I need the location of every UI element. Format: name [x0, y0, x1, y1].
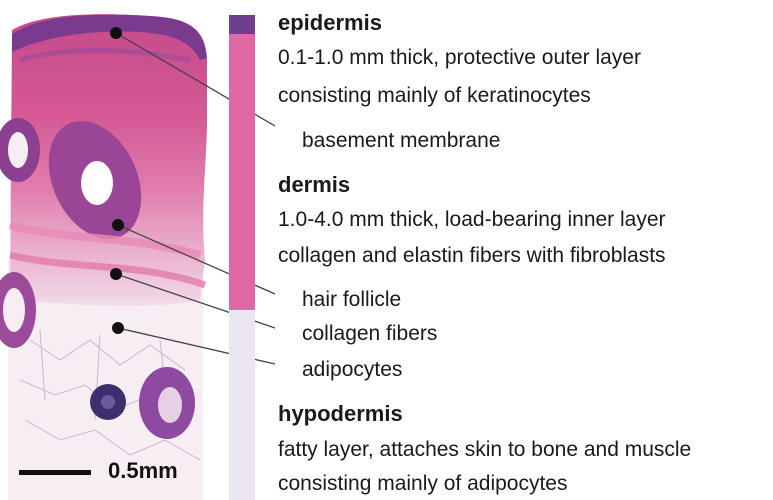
dermis-bar [229, 34, 255, 310]
epidermis-title: epidermis [278, 10, 382, 36]
dermis-desc-line1: 1.0-4.0 mm thick, load-bearing inner lay… [278, 207, 666, 233]
scale-bar [19, 470, 91, 475]
marker-dot-hair-follicle [112, 219, 124, 231]
marker-dot-adipocytes [112, 322, 124, 334]
scale-bar-label: 0.5mm [108, 458, 178, 484]
hypodermis-bar [229, 310, 255, 500]
epidermis-desc-line2: consisting mainly of keratinocytes [278, 83, 591, 109]
epidermis-bar [229, 15, 255, 34]
hypodermis-title: hypodermis [278, 401, 403, 427]
marker-dot-basement-membrane [110, 27, 122, 39]
dermis-title: dermis [278, 172, 350, 198]
hair-follicle-label: hair follicle [302, 287, 401, 313]
hypodermis-desc-line2: consisting mainly of adipocytes [278, 471, 567, 497]
adipocytes-label: adipocytes [302, 357, 402, 383]
marker-dot-collagen-fibers [110, 268, 122, 280]
collagen-fibers-label: collagen fibers [302, 321, 437, 347]
basement-membrane-label: basement membrane [302, 128, 500, 154]
epidermis-desc-line1: 0.1-1.0 mm thick, protective outer layer [278, 45, 641, 71]
hypodermis-desc-line1: fatty layer, attaches skin to bone and m… [278, 437, 691, 463]
dermis-desc-line2: collagen and elastin fibers with fibrobl… [278, 243, 666, 269]
